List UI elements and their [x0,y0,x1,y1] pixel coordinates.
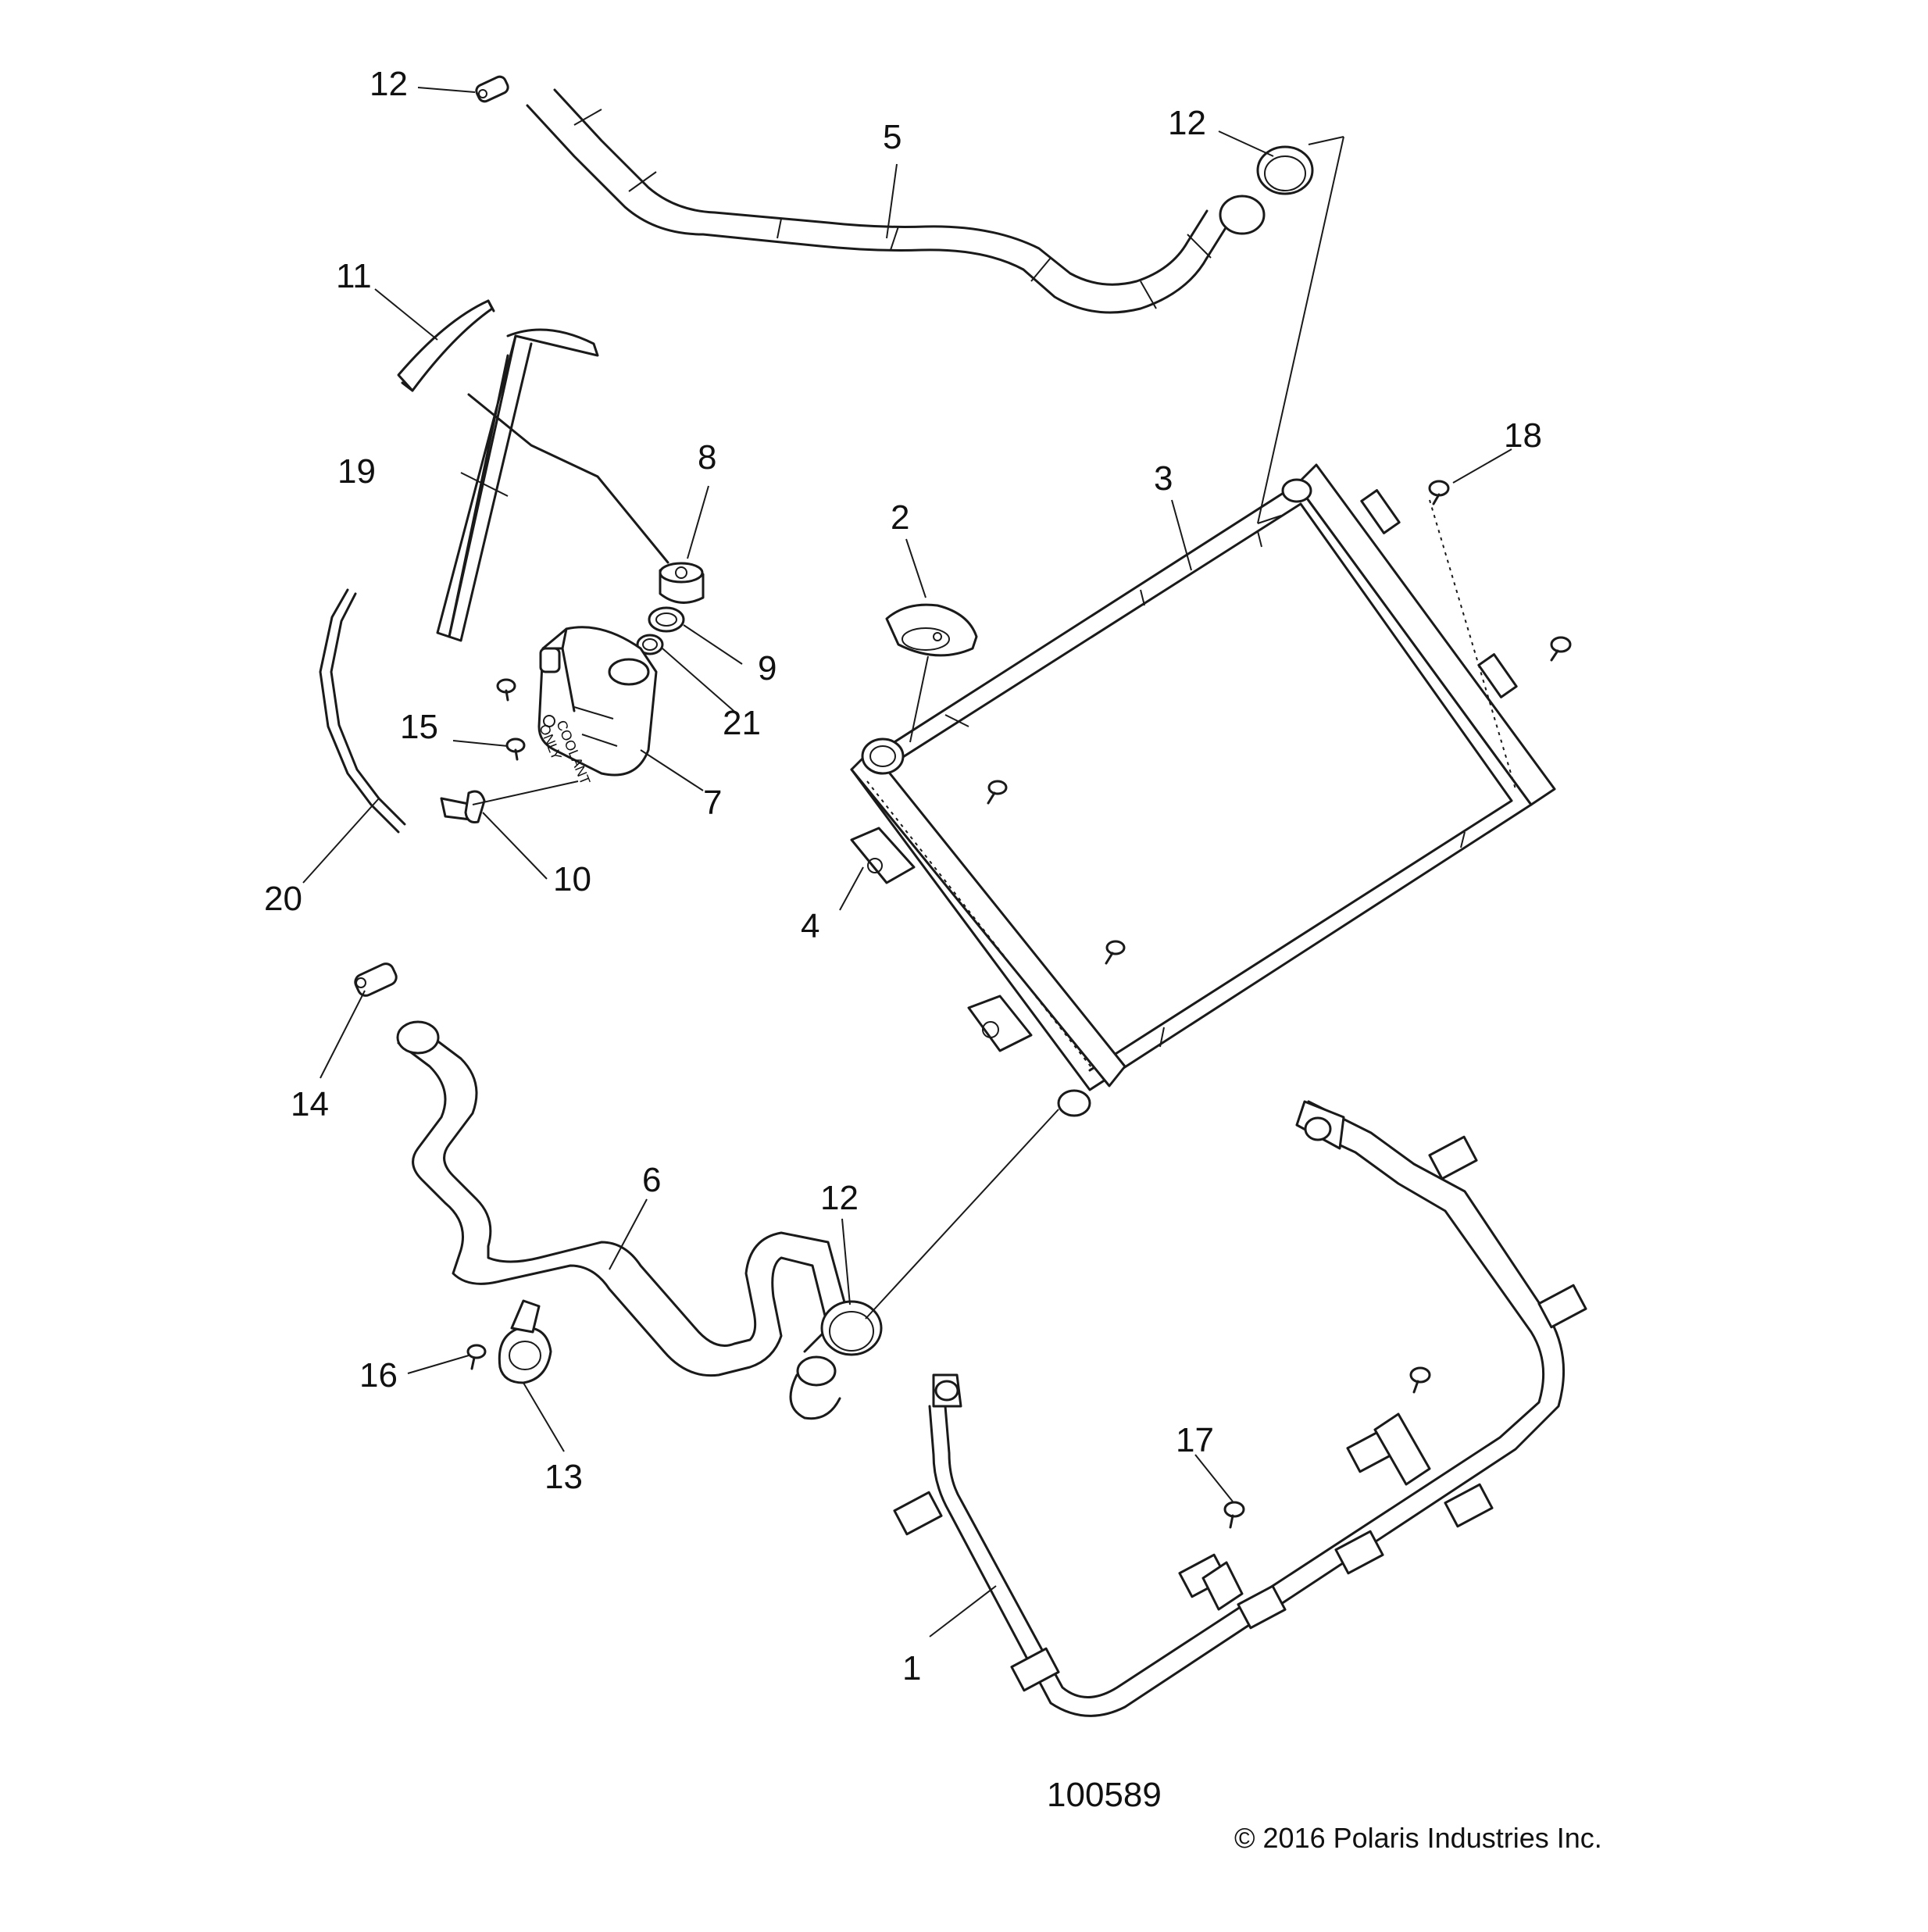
callout-numbers: 12 5 12 11 19 8 2 3 18 9 21 15 7 20 10 4… [264,65,1542,1687]
bolt-17 [1223,1366,1431,1529]
washer [648,606,685,633]
callout-1: 1 [902,1649,921,1687]
callout-21: 21 [723,704,761,742]
hose-clamp-14 [354,962,398,997]
callout-8: 8 [698,438,716,477]
callout-4: 4 [801,907,819,945]
hose-clamp-top-left [475,75,509,103]
copyright: © 2016 Polaris Industries Inc. [1234,1822,1602,1854]
bracket-wire [436,328,669,642]
callout-12-top-right: 12 [1168,104,1206,142]
callout-19: 19 [337,452,376,491]
hose-clamp-lower [820,1300,883,1356]
screw-15 [496,678,526,761]
callout-10: 10 [553,860,591,898]
mount-bracket [850,489,1518,1052]
callout-3: 3 [1154,459,1173,498]
strap [397,299,495,392]
lower-hose [396,1020,853,1420]
coolant-reservoir: COOLANT ONLY [536,626,658,787]
callout-18: 18 [1504,416,1542,455]
screw-16 [466,1344,487,1370]
callout-5: 5 [883,118,902,156]
callout-20: 20 [264,880,302,918]
callout-14: 14 [291,1085,329,1123]
callout-17: 17 [1176,1421,1214,1459]
callout-12-top-left: 12 [370,65,408,103]
callout-15: 15 [400,708,438,746]
callout-11: 11 [336,257,372,295]
hose-clamp-top-right [1256,145,1314,195]
callout-16: 16 [359,1356,398,1395]
callout-7: 7 [703,784,722,822]
hose-fitting [440,790,486,823]
callout-2: 2 [891,498,909,537]
radiator-cap [885,603,978,657]
callout-9: 9 [758,649,777,687]
o-ring [636,634,664,655]
p-clamp [498,1299,552,1384]
radiator [850,463,1556,1117]
callout-12-lower: 12 [820,1179,859,1217]
reservoir-cap [659,562,705,604]
callout-6: 6 [642,1161,661,1199]
bolt-18 [987,480,1572,965]
leader-lines [302,87,1512,1637]
callout-13: 13 [544,1458,583,1496]
figure-id: 100589 [1047,1776,1162,1814]
upper-hose [526,88,1266,314]
radiator-mount-frame [893,1100,1587,1717]
overflow-hose [319,588,406,834]
